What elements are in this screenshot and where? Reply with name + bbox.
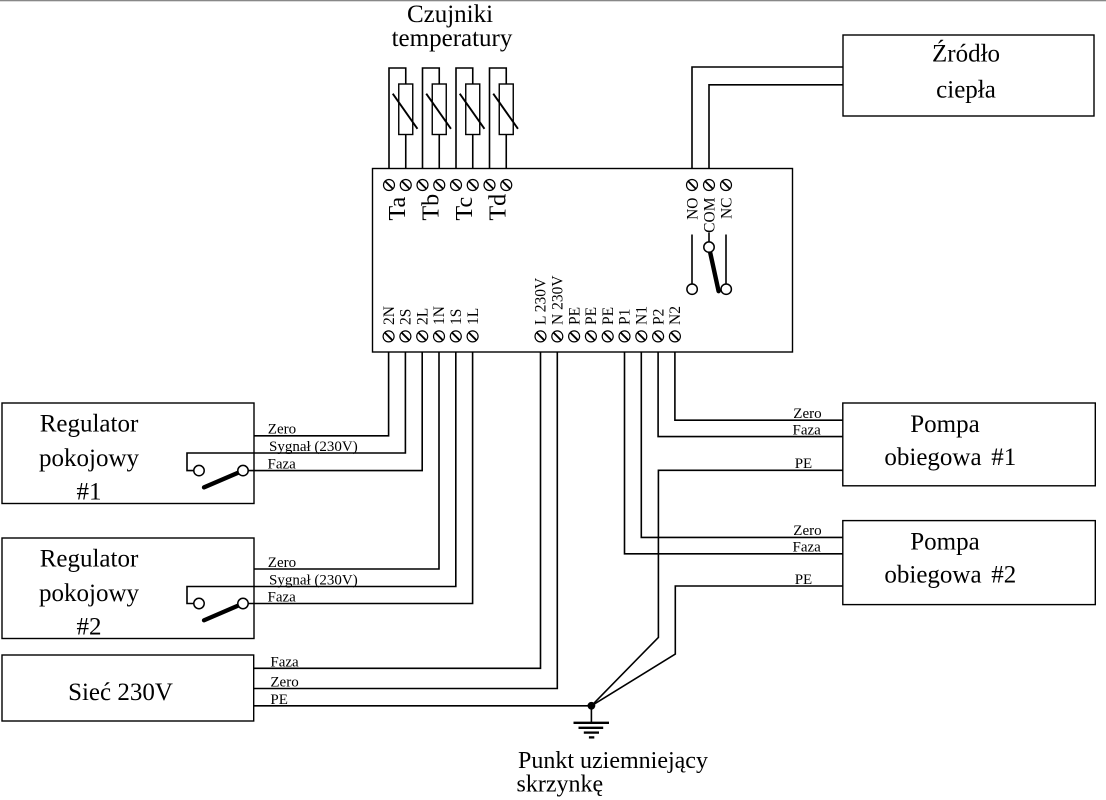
svg-text:pokojowy: pokojowy (39, 580, 140, 607)
svg-text:Faza: Faza (268, 456, 297, 472)
svg-text:Tb: Tb (418, 194, 444, 221)
svg-text:NC: NC (719, 198, 736, 220)
svg-text:Zero: Zero (793, 406, 821, 422)
svg-text:PE: PE (795, 572, 813, 588)
svg-text:#2: #2 (77, 614, 102, 641)
svg-text:obiegowa: obiegowa (884, 444, 981, 471)
svg-text:1N: 1N (431, 306, 448, 325)
svg-text:obiegowa: obiegowa (884, 562, 981, 589)
svg-text:PE: PE (270, 692, 288, 708)
svg-text:Regulator: Regulator (40, 546, 139, 573)
svg-text:temperatury: temperatury (392, 25, 513, 52)
svg-text:Sygnał (230V): Sygnał (230V) (269, 439, 358, 455)
svg-text:Tc: Tc (452, 197, 478, 221)
svg-text:L 230V: L 230V (533, 277, 550, 325)
svg-text:Pompa: Pompa (910, 411, 979, 438)
svg-text:#1: #1 (991, 444, 1016, 471)
svg-text:N 230V: N 230V (550, 275, 567, 325)
svg-text:Regulator: Regulator (40, 411, 139, 438)
svg-text:1L: 1L (465, 308, 482, 325)
svg-text:P2: P2 (650, 309, 667, 325)
svg-text:NO: NO (685, 198, 702, 220)
svg-text:P1: P1 (617, 309, 634, 325)
svg-text:Faza: Faza (793, 540, 822, 556)
svg-text:Td: Td (485, 194, 511, 221)
svg-text:PE: PE (795, 456, 813, 472)
svg-text:Czujniki: Czujniki (407, 1, 493, 28)
svg-text:Sieć 230V: Sieć 230V (68, 679, 173, 706)
svg-text:Zero: Zero (268, 422, 296, 438)
svg-text:2N: 2N (381, 306, 398, 325)
svg-text:Źródło: Źródło (932, 40, 1000, 68)
svg-text:PE: PE (566, 307, 583, 325)
svg-text:Faza: Faza (793, 422, 822, 438)
svg-text:Zero: Zero (270, 675, 298, 691)
svg-text:Pompa: Pompa (910, 529, 979, 556)
svg-text:Sygnał (230V): Sygnał (230V) (269, 572, 358, 588)
svg-text:Faza: Faza (270, 654, 299, 670)
svg-text:Zero: Zero (268, 555, 296, 571)
svg-text:skrzynkę: skrzynkę (517, 772, 604, 798)
svg-text:PE: PE (600, 307, 617, 325)
svg-text:PE: PE (583, 307, 600, 325)
svg-text:pokojowy: pokojowy (39, 445, 140, 472)
svg-text:Zero: Zero (793, 523, 821, 539)
svg-text:#2: #2 (991, 562, 1016, 589)
svg-text:N2: N2 (667, 306, 684, 325)
svg-text:ciepła: ciepła (936, 77, 996, 104)
svg-text:COM: COM (702, 197, 719, 233)
svg-text:N1: N1 (634, 306, 651, 325)
svg-text:#1: #1 (77, 479, 102, 506)
svg-text:2S: 2S (398, 309, 415, 325)
svg-text:Ta: Ta (385, 197, 411, 221)
svg-text:2L: 2L (414, 308, 431, 325)
svg-text:Faza: Faza (268, 589, 297, 605)
svg-text:Punkt uziemniejący: Punkt uziemniejący (518, 748, 708, 774)
svg-text:1S: 1S (448, 309, 465, 325)
